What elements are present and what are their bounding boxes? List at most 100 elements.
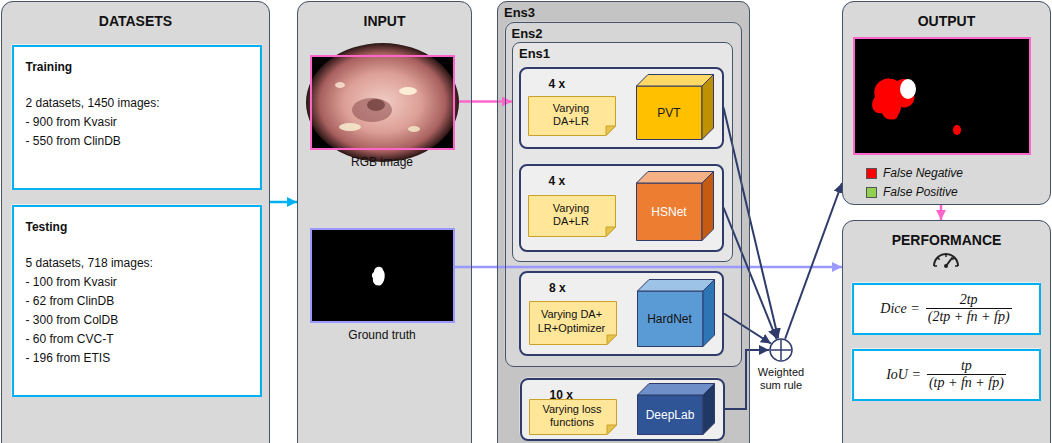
- count-label: 4 x: [549, 77, 566, 91]
- colonoscopy-image: [310, 55, 455, 150]
- tissue: [306, 43, 459, 162]
- gauge-tick: [955, 265, 958, 267]
- formula-text: (tp + fn + fp): [927, 374, 1006, 391]
- cube-front: [637, 183, 703, 241]
- count-label: 4 x: [549, 174, 566, 188]
- image-caption: RGB image: [310, 155, 455, 169]
- list-text: - 300 from ColDB: [26, 311, 248, 330]
- model-group: 8 x Varying DA+ LR+Optimizer HardNet: [519, 271, 724, 356]
- note-fold: [607, 335, 617, 345]
- note-box: Varying DA+ LR+Optimizer: [529, 301, 617, 345]
- cube-top: [637, 172, 714, 184]
- performance-panel: PERFORMANCE Dice =2tp(2tp + fn + fp) IoU =…: [842, 220, 1051, 443]
- panel-title: INPUT: [298, 13, 471, 29]
- list-text: - 550 from ClinDB: [26, 132, 248, 151]
- true-positive-area: [900, 79, 916, 99]
- box-fill: [842, 1, 1051, 205]
- dataset-box: Training 2 datasets, 1450 images:- 900 fr…: [12, 45, 262, 190]
- gauge-tick: [945, 254, 947, 257]
- box-fill: [297, 1, 472, 443]
- model-cube: DeepLab: [637, 383, 715, 435]
- model-cube: PVT: [636, 74, 714, 140]
- box-fill: [519, 67, 724, 149]
- gauge-pivot: [944, 264, 948, 268]
- list-text: Training: [26, 58, 248, 77]
- list-text: - 196 from ETIS: [26, 349, 248, 368]
- note-fold: [606, 227, 616, 237]
- box-fill: [12, 205, 262, 397]
- ensemble-box: Ens14 xVarying DA+LRPVT4 xVarying DA+LRH…: [512, 42, 733, 262]
- highlight: [335, 82, 345, 88]
- connector-arrow: [724, 314, 771, 344]
- formula-text: IoU =: [886, 367, 921, 383]
- image-ground: [853, 37, 1031, 155]
- connector-arrow: [724, 108, 779, 339]
- list-text: Testing: [26, 218, 248, 237]
- ensemble-box: Ens2Ens14 xVarying DA+LRPVT4 xVarying DA…: [505, 22, 742, 367]
- note-paper: [529, 196, 616, 237]
- panel-title: PERFORMANCE: [843, 232, 1050, 248]
- highlight: [399, 87, 417, 95]
- highlight: [408, 126, 420, 132]
- legend-swatch: [866, 168, 877, 179]
- lumen-fold: [352, 98, 392, 122]
- count-label: 10 x: [550, 388, 573, 402]
- legend-item: False Positive: [866, 185, 958, 199]
- model-name: HardNet: [647, 312, 692, 326]
- box-fill: [842, 220, 1051, 443]
- false-negative-area: [953, 125, 961, 135]
- polyp-mask: [371, 266, 384, 285]
- fraction: 2tp(2tp + fn + fp): [926, 292, 1012, 325]
- model-cube: HardNet: [637, 279, 715, 347]
- image-caption: Ground truth: [310, 328, 455, 342]
- highlight: [339, 123, 361, 131]
- false-negative-area: [889, 109, 898, 120]
- model-name: PVT: [657, 106, 680, 120]
- formula-text: (2tp + fn + fp): [926, 308, 1012, 325]
- output-mask: [853, 37, 1031, 155]
- ground-truth-image: Ground truth: [310, 228, 455, 350]
- list-text: - 900 from Kvasir: [26, 113, 248, 132]
- gauge-tick: [934, 265, 937, 267]
- sum-label: Weighted sum rule: [751, 366, 811, 392]
- note-box: Varying DA+LR: [528, 195, 616, 237]
- box-fill: [852, 283, 1041, 335]
- connector-arrow: [270, 201, 297, 204]
- formula-text: 2tp: [958, 292, 980, 308]
- box-fill: [497, 1, 750, 443]
- model-group: 4 x Varying DA+LR HSNet: [519, 164, 724, 252]
- list-text: - 62 from ClinDB: [26, 292, 248, 311]
- connector-arrow: [785, 183, 842, 339]
- cube-top: [637, 75, 714, 87]
- legend-text: False Negative: [883, 166, 963, 180]
- sum-symbol: [769, 338, 793, 362]
- note-fold: [606, 126, 616, 136]
- cube-front: [637, 291, 703, 347]
- note-paper: [530, 400, 617, 435]
- legend-text: False Positive: [883, 185, 958, 199]
- sum-node: Weighted sum rule: [751, 338, 811, 396]
- connector-arrow: [455, 266, 843, 269]
- list-text: - 100 from Kvasir: [26, 273, 248, 292]
- note-box: Varying loss functions: [529, 399, 617, 435]
- box-fill: [519, 271, 724, 356]
- box-fill: [852, 349, 1041, 401]
- model-cube: HSNet: [636, 171, 714, 241]
- box-fill: [520, 378, 725, 441]
- panel-title: OUTPUT: [843, 13, 1050, 29]
- legend-item: False Negative: [866, 166, 963, 180]
- note-box: Varying DA+LR: [528, 96, 616, 136]
- count-label: 8 x: [549, 281, 566, 295]
- cube-side: [703, 384, 715, 435]
- lumen: [367, 99, 385, 111]
- model-name: HSNet: [651, 205, 686, 219]
- connector-arrow: [455, 100, 513, 103]
- note-text: Varying DA+LR: [536, 102, 606, 128]
- box-fill: [505, 22, 742, 367]
- list-text: 5 datasets, 718 images:: [26, 254, 248, 273]
- list-text: 2 datasets, 1450 images:: [26, 94, 248, 113]
- formula-text: tp: [959, 358, 974, 374]
- ensemble-title: Ens3: [498, 2, 749, 20]
- image-frame: [311, 229, 454, 322]
- formula-box: Dice =2tp(2tp + fn + fp): [852, 283, 1041, 335]
